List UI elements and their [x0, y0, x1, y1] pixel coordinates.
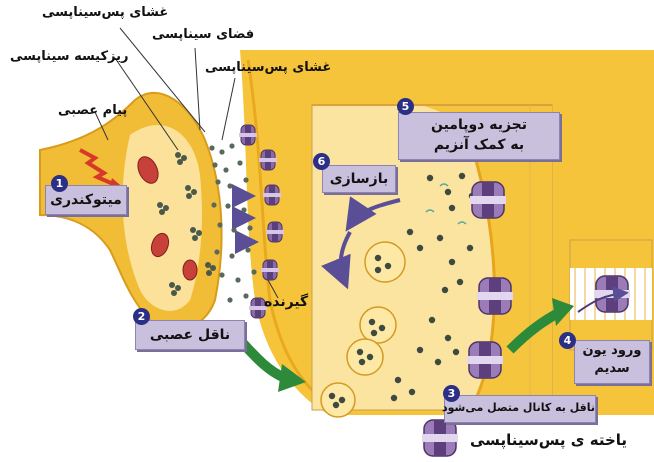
step-5-line2: به کمک آنزیم: [399, 136, 559, 154]
step-5-line1: تجزیه دوپامین: [399, 116, 559, 134]
nerve-impulse-label: پیام عصبی: [58, 104, 127, 119]
synaptic-cleft-label: فضای سیناپسی: [152, 28, 254, 43]
step-4-line1: ورود یون: [575, 343, 649, 360]
step-4-line2: سدیم: [575, 361, 649, 378]
synaptic-vesicle-label: ریزکیسه سیناپسی: [10, 50, 129, 65]
step-1-text: میتوکندری: [46, 191, 126, 209]
postsynaptic-membrane-top-label: غشای پس‌سیناپسی: [42, 6, 168, 21]
postsynaptic-cell-label: یاخته ی پس‌سیناپسی: [470, 432, 627, 449]
receptor-label: گیرنده: [264, 294, 308, 310]
step-2-box: ناقل عصبی: [135, 320, 245, 350]
postsynaptic-membrane-label: غشای پس‌سیناپسی: [205, 61, 331, 76]
step-3-box: ناقل به کانال متصل می‌شود: [444, 395, 596, 423]
step-1-badge: 1: [51, 175, 68, 192]
step-5-badge: 5: [397, 98, 414, 115]
step-3-badge: 3: [443, 385, 460, 402]
step-2-text: ناقل عصبی: [136, 326, 244, 344]
step-3-text: ناقل به کانال متصل می‌شود: [445, 401, 595, 415]
step-6-box: بازسازی: [322, 165, 396, 193]
step-4-box: ورود یون سدیم: [574, 340, 650, 384]
step-6-text: بازسازی: [323, 170, 395, 188]
step-2-badge: 2: [133, 308, 150, 325]
step-5-box: تجزیه دوپامین به کمک آنزیم: [398, 112, 560, 160]
step-6-badge: 6: [313, 153, 330, 170]
step-4-badge: 4: [559, 332, 576, 349]
